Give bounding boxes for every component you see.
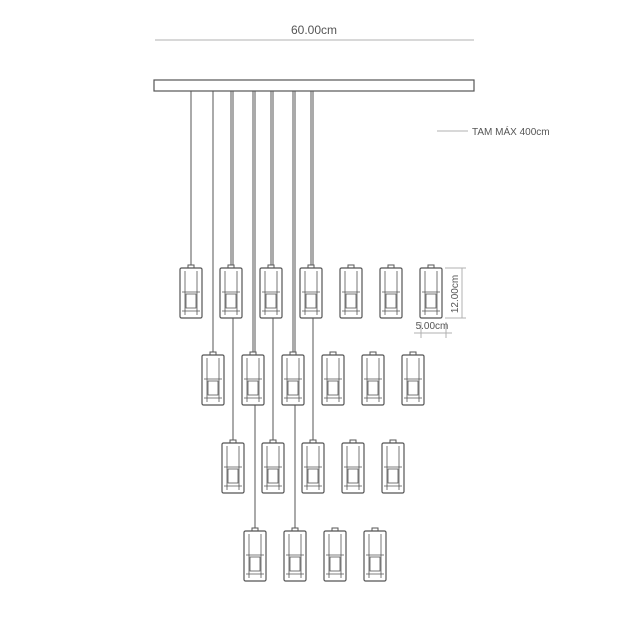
pendant-lamp <box>201 351 225 406</box>
pendant-lamp <box>361 351 385 406</box>
cables-group <box>190 91 314 531</box>
pendant-lamp <box>363 527 387 582</box>
pendant-lamp <box>419 264 443 319</box>
pendants-group <box>179 264 443 582</box>
pendant-lamp <box>401 351 425 406</box>
pendant-lamp <box>221 439 245 494</box>
pendant-lamp <box>299 264 323 319</box>
width-label: 60.00cm <box>291 23 337 37</box>
pendant-lamp <box>261 439 285 494</box>
pendant-width-label: 5.00cm <box>416 321 449 332</box>
pendant-lamp <box>259 264 283 319</box>
pendant-lamp <box>301 439 325 494</box>
max-length-label: TAM MÁX 400cm <box>472 125 550 138</box>
pendant-lamp <box>179 264 203 319</box>
pendant-lamp <box>381 439 405 494</box>
pendant-lamp <box>323 527 347 582</box>
pendant-lamp <box>379 264 403 319</box>
pendant-lamp <box>283 527 307 582</box>
pendant-lamp <box>339 264 363 319</box>
height-label: 12.00cm <box>450 275 461 313</box>
canopy-bar <box>153 79 475 92</box>
pendant-lamp <box>241 351 265 406</box>
pendant-lamp <box>281 351 305 406</box>
pendant-lamp <box>341 439 365 494</box>
pendant-lamp <box>243 527 267 582</box>
pendant-lamp <box>219 264 243 319</box>
pendant-lamp <box>321 351 345 406</box>
